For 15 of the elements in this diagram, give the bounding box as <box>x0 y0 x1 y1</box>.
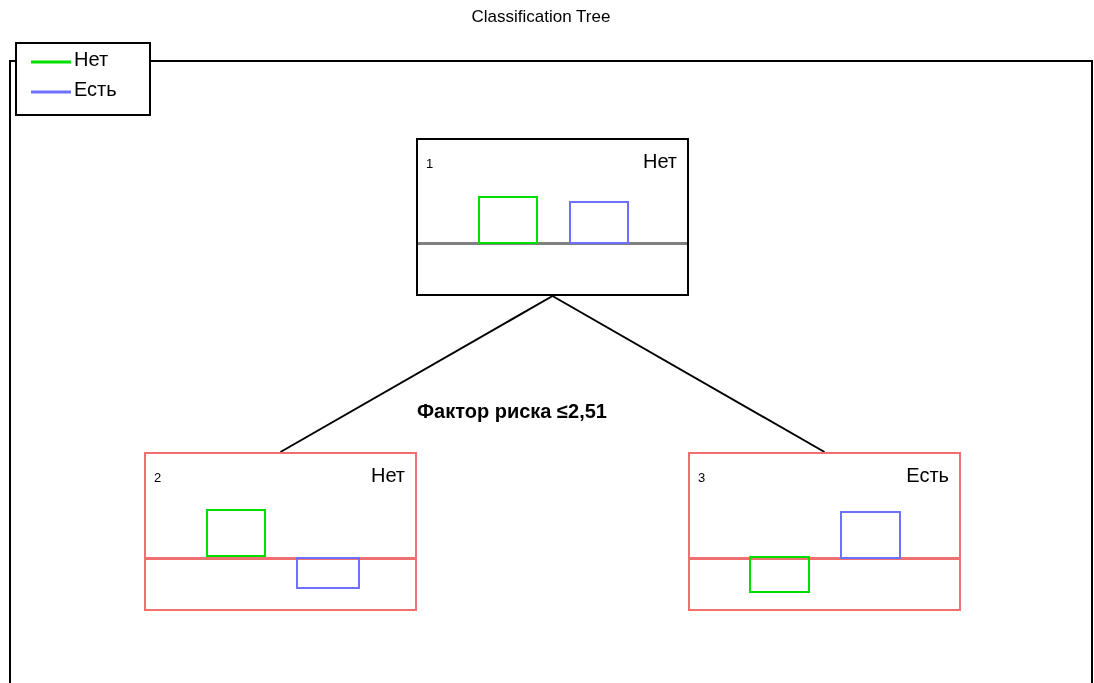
chart-title: Classification Tree <box>470 7 612 27</box>
tree-branch-line <box>279 295 554 453</box>
class-label: Нет <box>642 150 677 173</box>
class-label: Есть <box>906 464 949 487</box>
node-number: 2 <box>154 470 162 485</box>
legend-label: Нет <box>74 48 109 71</box>
node-number: 3 <box>698 470 706 485</box>
tree-branch-line <box>551 295 826 453</box>
legend-label: Есть <box>74 78 117 101</box>
split-condition-label: Фактор риска ≤2,51 <box>417 400 608 423</box>
leaf-node-box <box>688 452 961 611</box>
node-number: 1 <box>426 156 434 171</box>
split-node-box <box>416 138 689 296</box>
class-label: Нет <box>370 464 405 487</box>
leaf-node-box <box>144 452 417 611</box>
